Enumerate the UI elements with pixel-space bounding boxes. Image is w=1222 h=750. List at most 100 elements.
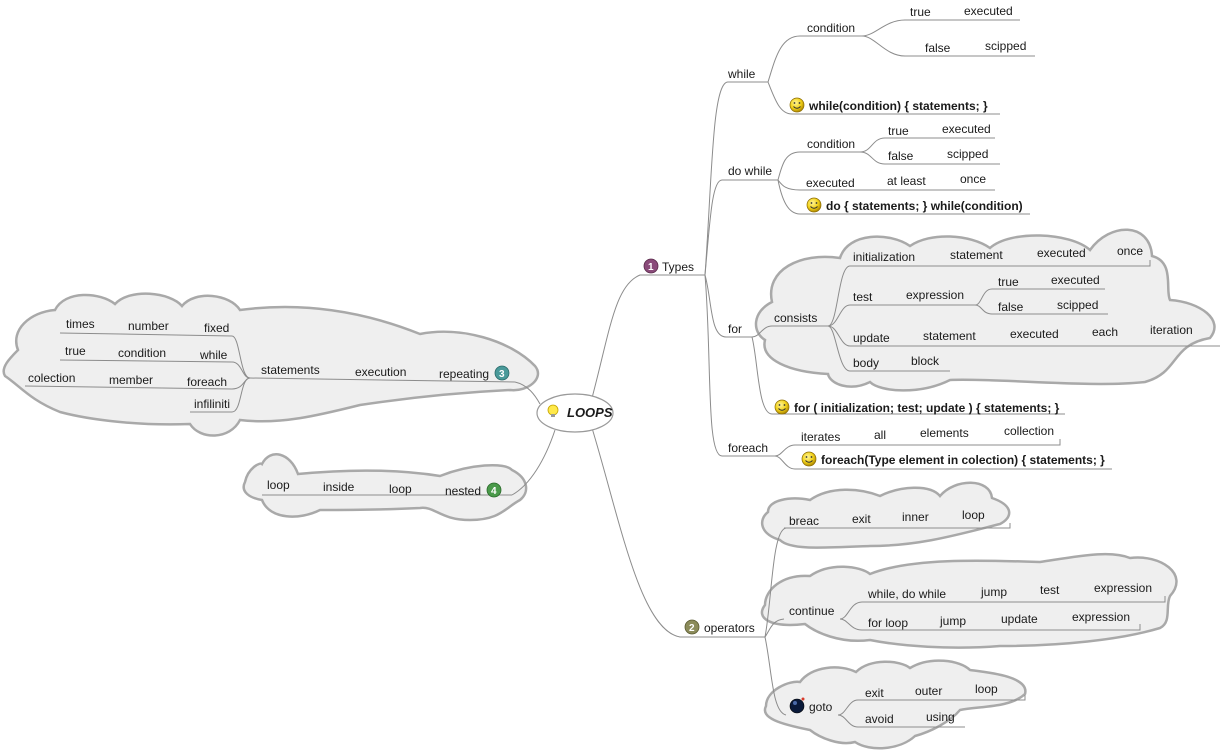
do-while-true-result: executed: [942, 122, 991, 136]
do-while-true: true: [888, 124, 909, 138]
root-label: LOOPS: [567, 405, 613, 420]
do-while-syntax: do { statements; } while(condition): [826, 199, 1023, 213]
do-while-label[interactable]: do while: [728, 164, 772, 178]
continue-for-expression: expression: [1072, 610, 1130, 624]
smiley-icon: [806, 197, 822, 213]
repeating-badge-number: 3: [499, 369, 505, 380]
operators-badge-number: 2: [689, 623, 695, 634]
breac-exit: exit: [852, 512, 871, 526]
for-test-false-result: scipped: [1057, 298, 1098, 312]
while-true: true: [910, 5, 931, 19]
for-init-statement: statement: [950, 248, 1003, 262]
for-consists: consists: [774, 311, 817, 325]
repeating-badge-icon: 3: [494, 365, 510, 381]
continue-for-jump: jump: [939, 614, 966, 628]
nested-label[interactable]: nested: [445, 484, 481, 498]
for-label[interactable]: for: [728, 322, 742, 336]
repeating-execution: execution: [355, 365, 406, 379]
repeating-true: true: [65, 344, 86, 358]
nested-loop-1: loop: [267, 478, 290, 492]
types-badge-icon: 1: [643, 258, 659, 274]
nested-loop-2: loop: [389, 482, 412, 496]
for-test-true-result: executed: [1051, 273, 1100, 287]
connector-lines: [24, 19, 1220, 728]
foreach-label[interactable]: foreach: [728, 441, 768, 455]
types-label[interactable]: Types: [662, 260, 694, 274]
do-while-once: once: [960, 172, 986, 186]
repeating-statements: statements: [261, 363, 320, 377]
breac-loop: loop: [962, 508, 985, 522]
goto-exit: exit: [865, 686, 884, 700]
do-while-at-least: at least: [887, 174, 926, 188]
continue-cloud: [760, 552, 1178, 649]
repeating-member: member: [109, 373, 153, 387]
repeating-colection: colection: [28, 371, 75, 385]
operators-badge-icon: 2: [684, 619, 700, 635]
for-test-true: true: [998, 275, 1019, 289]
nested-badge-number: 4: [491, 486, 497, 497]
goto-cloud: [763, 659, 1027, 750]
for-init-once: once: [1117, 244, 1143, 258]
foreach-syntax: foreach(Type element in colection) { sta…: [821, 453, 1105, 467]
for-syntax: for ( initialization; test; update ) { s…: [794, 401, 1060, 415]
repeating-number: number: [128, 319, 169, 333]
repeating-foreach: foreach: [187, 375, 227, 389]
continue-for-loop: for loop: [868, 616, 908, 630]
for-test: test: [853, 290, 873, 304]
repeating-label[interactable]: repeating: [439, 367, 489, 381]
while-label[interactable]: while: [727, 67, 756, 81]
nested-badge-icon: 4: [486, 482, 502, 498]
continue-while-do-while: while, do while: [867, 587, 946, 601]
for-cloud: [754, 228, 1216, 392]
repeating-times: times: [66, 317, 95, 331]
smiley-icon: [774, 399, 790, 415]
for-body-block: block: [911, 354, 940, 368]
for-initialization: initialization: [853, 250, 915, 264]
root-node[interactable]: [536, 393, 614, 433]
while-false: false: [925, 41, 951, 55]
foreach-elements: elements: [920, 426, 969, 440]
repeating-infiniti: infiliniti: [194, 397, 230, 411]
lightbulb-icon: [547, 404, 559, 417]
nested-cloud: [242, 453, 528, 522]
goto-loop: loop: [975, 682, 998, 696]
goto-outer: outer: [915, 684, 942, 698]
while-condition: condition: [807, 21, 855, 35]
types-badge-number: 1: [648, 262, 654, 273]
for-update: update: [853, 331, 890, 345]
while-true-result: executed: [964, 4, 1013, 18]
breac-label[interactable]: breac: [789, 514, 819, 528]
foreach-all: all: [874, 428, 886, 442]
foreach-collection: collection: [1004, 424, 1054, 438]
for-init-executed: executed: [1037, 246, 1086, 260]
smiley-icon: [801, 451, 817, 467]
continue-while-expression: expression: [1094, 581, 1152, 595]
do-while-false-result: scipped: [947, 147, 988, 161]
smiley-icon: [789, 97, 805, 113]
continue-while-test: test: [1040, 583, 1060, 597]
foreach-iterates: iterates: [801, 430, 840, 444]
for-update-statement: statement: [923, 329, 976, 343]
for-test-false: false: [998, 300, 1024, 314]
for-update-each: each: [1092, 325, 1118, 339]
do-while-false: false: [888, 149, 914, 163]
goto-using: using: [926, 710, 955, 724]
repeating-cloud: [2, 292, 540, 437]
breac-cloud: [760, 481, 1011, 549]
while-false-result: scipped: [985, 39, 1026, 53]
repeating-condition: condition: [118, 346, 166, 360]
bomb-icon: [789, 697, 805, 714]
while-syntax: while(condition) { statements; }: [808, 99, 988, 113]
continue-while-jump: jump: [980, 585, 1007, 599]
do-while-executed: executed: [806, 176, 855, 190]
goto-avoid: avoid: [865, 712, 894, 726]
for-update-iteration: iteration: [1150, 323, 1193, 337]
continue-label[interactable]: continue: [789, 604, 835, 618]
nested-inside: inside: [323, 480, 355, 494]
for-test-expression: expression: [906, 288, 964, 302]
operators-label[interactable]: operators: [704, 621, 755, 635]
goto-label[interactable]: goto: [809, 700, 833, 714]
breac-inner: inner: [902, 510, 929, 524]
continue-for-update: update: [1001, 612, 1038, 626]
